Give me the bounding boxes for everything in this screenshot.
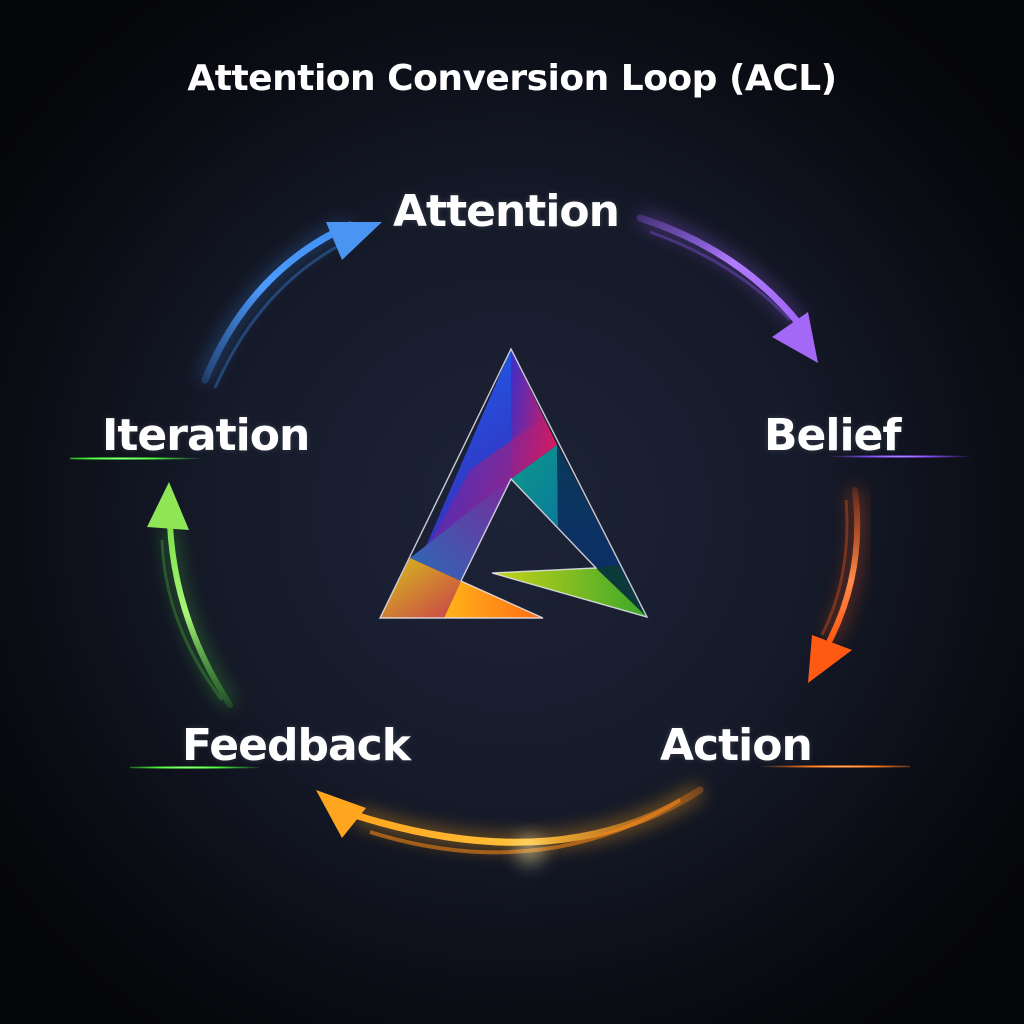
diagram-title: Attention Conversion Loop (ACL) [187,58,837,99]
node-iteration: Iteration [102,410,310,461]
center-logo [378,347,649,619]
arrow-action-to-feedback [316,784,704,864]
node-belief: Belief [764,410,902,461]
node-attention: Attention [393,186,620,237]
arrow-belief-to-action [808,487,864,683]
arrow-attention-to-belief [636,212,818,363]
feedback-glow-flare [130,766,260,769]
iteration-glow-flare [70,457,200,460]
node-feedback: Feedback [182,720,411,771]
action-glow-flare [760,765,910,768]
arrow-iteration-to-attention [199,219,382,389]
belief-glow-flare [830,455,970,458]
arrow-feedback-to-iteration [147,482,236,709]
node-action: Action [660,720,813,771]
